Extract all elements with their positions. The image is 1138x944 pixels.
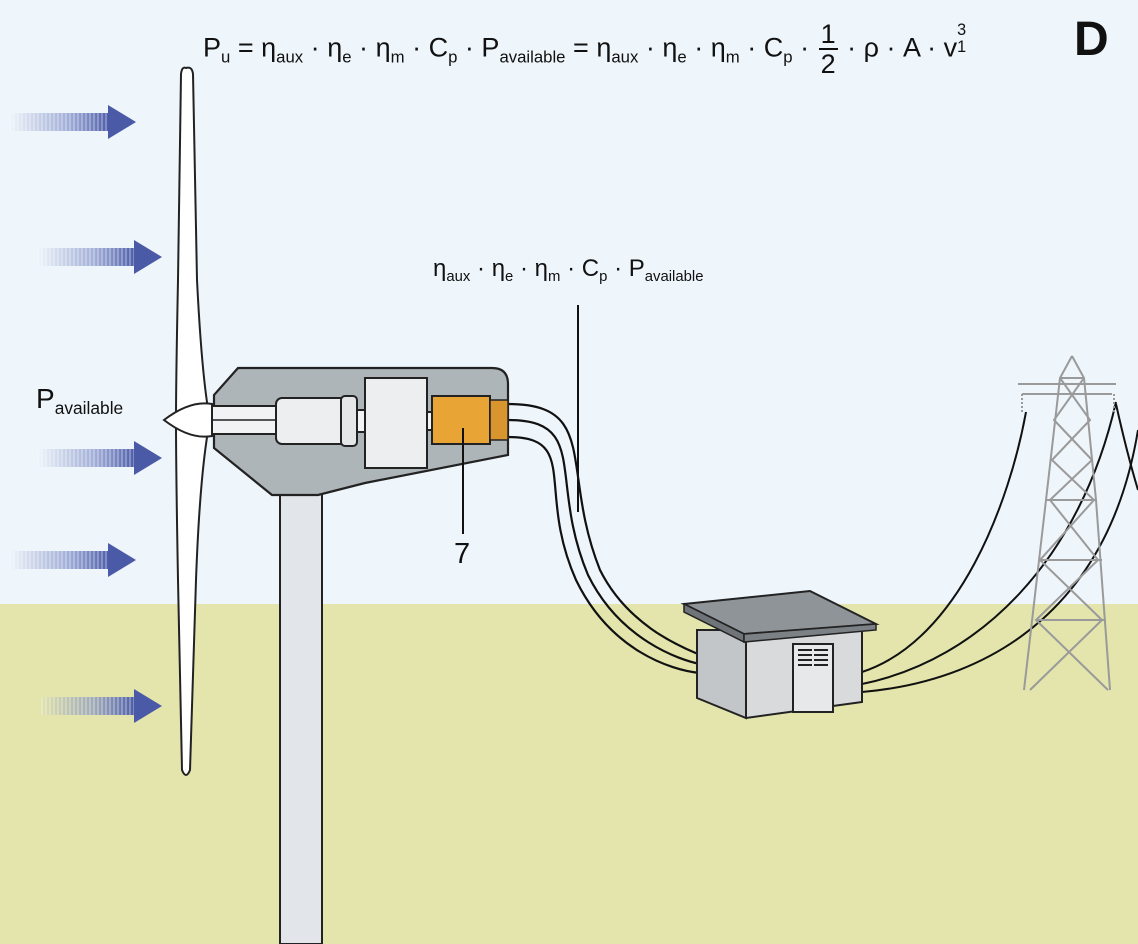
wind-arrow-icon	[10, 105, 136, 139]
sky	[0, 0, 1138, 604]
power-equation: Pu = ηaux · ηe · ηm · Cp · Pavailable = …	[203, 19, 967, 80]
wind-arrow-icon	[38, 441, 162, 475]
generator	[431, 395, 491, 445]
power-cables	[507, 402, 701, 675]
equation-symbol: P	[203, 32, 222, 63]
available-power-label: Pavailable	[36, 383, 124, 419]
rotor-hub	[162, 402, 213, 438]
substation	[680, 589, 880, 720]
panel-letter: D	[1074, 13, 1109, 66]
tower	[279, 491, 323, 944]
wind-arrow-icon	[40, 689, 162, 723]
component-number-label: 7	[454, 538, 471, 570]
wind-arrow-icon	[38, 240, 162, 274]
wind-arrow-icon	[10, 543, 136, 577]
ground	[0, 604, 1138, 944]
electricity-pylon	[1018, 355, 1116, 691]
cable-power-label: ηaux · ηe · ηm · Cp · Pavailable	[433, 255, 704, 286]
drivetrain	[209, 377, 509, 469]
vent-icon	[798, 647, 828, 668]
wind-arrows	[10, 105, 162, 723]
